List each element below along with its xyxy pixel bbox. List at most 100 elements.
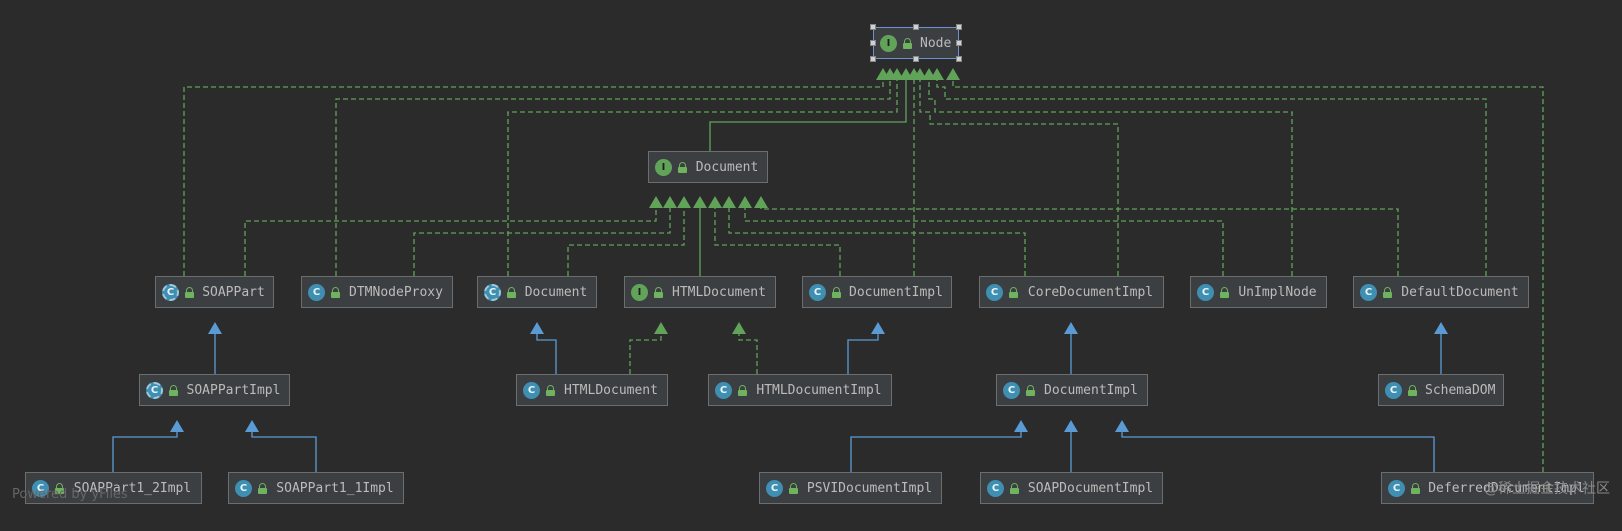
class-node-unimplnode[interactable]: C UnImplNode [1190,276,1327,308]
selection-handle[interactable] [870,24,876,30]
class-icon: C [766,479,783,497]
class-icon: C [32,479,49,497]
class-node-documentimpl-mid[interactable]: C DocumentImpl [996,374,1148,406]
arrowhead-icon [913,68,927,80]
class-icon: C [523,381,540,399]
footer-credit: Powered by yFiles [12,487,128,502]
edge-deferreddocumentimpl-to-node [952,80,1544,472]
public-lock-icon [1411,483,1420,494]
interface-icon: I [880,34,897,52]
edge-soappart-to-node [183,80,884,276]
class-node-dtmnodeproxy[interactable]: C DTMNodeProxy [301,276,453,308]
class-node-label: UnImplNode [1238,284,1317,300]
arrowhead-icon [693,196,707,208]
class-node-label: DocumentImpl [849,284,943,300]
selection-handle[interactable] [870,56,876,62]
public-lock-icon [1026,385,1035,396]
arrowhead-icon [732,322,746,334]
edge-htmldocument-cls-to-htmldocument-iface [629,334,662,374]
class-node-deferreddocumentimpl[interactable]: C DeferredDocumentImpl [1381,472,1594,504]
arrowhead-icon [754,196,768,208]
edge-deferreddocumentimpl-to-documentimpl-mid [1121,432,1435,472]
class-icon: C [715,381,732,399]
selection-handle[interactable] [913,56,919,62]
interface-icon: I [631,283,648,301]
class-node-label: DocumentImpl [1044,382,1138,398]
edge-soappart1-1impl-to-soappartimpl [251,432,317,472]
class-icon: C [1388,479,1405,497]
public-lock-icon [1220,287,1229,298]
class-icon: C [987,479,1004,497]
selection-handle[interactable] [870,40,876,46]
class-node-label: SchemaDOM [1425,382,1496,398]
class-icon: C [1360,283,1377,301]
public-lock-icon [331,287,340,298]
edge-htmldocumentimpl-to-documentimpl-top [847,334,879,374]
public-lock-icon [832,287,841,298]
edge-unimplnode-to-node [928,80,1293,276]
abstract-class-icon: C [146,381,163,399]
edge-soappart-to-document-iface [244,208,657,276]
class-node-label: Node [920,35,952,51]
arrowhead-icon [1064,322,1078,334]
public-lock-icon [654,287,663,298]
arrowhead-icon [654,322,668,334]
selection-handle[interactable] [956,40,962,46]
class-node-label: DeferredDocumentImpl [1428,480,1585,496]
public-lock-icon [738,385,747,396]
public-lock-icon [678,162,687,173]
arrowhead-icon [170,420,184,432]
public-lock-icon [1408,385,1417,396]
public-lock-icon [169,385,178,396]
edge-psvidocumentimpl-to-documentimpl-mid [850,432,1022,472]
class-node-label: SOAPPart1_1Impl [276,480,394,496]
public-lock-icon [1010,483,1019,494]
edge-defaultdocument-to-node [936,80,1487,276]
class-node-schemadom[interactable]: C SchemaDOM [1378,374,1504,406]
class-node-label: PSVIDocumentImpl [806,480,933,496]
edge-coredocumentimpl-to-document-iface [728,208,1026,276]
abstract-class-icon: C [484,283,501,301]
class-node-label: Document [695,159,759,175]
class-icon: C [1197,283,1214,301]
edge-document-abs-to-node [507,80,898,276]
public-lock-icon [546,385,555,396]
class-node-label: DefaultDocument [1401,284,1519,300]
public-lock-icon [903,38,912,49]
edge-dtmnodeproxy-to-node [335,80,891,276]
public-lock-icon [258,483,267,494]
class-node-psvidocumentimpl[interactable]: C PSVIDocumentImpl [759,472,942,504]
abstract-class-icon: C [162,283,179,301]
selection-handle[interactable] [913,24,919,30]
public-lock-icon [789,483,798,494]
class-node-soapdocumentimpl[interactable]: C SOAPDocumentImpl [980,472,1163,504]
public-lock-icon [185,287,194,298]
class-icon: C [1385,381,1402,399]
edge-coredocumentimpl-to-node [919,80,1119,276]
class-node-label: DTMNodeProxy [349,284,443,300]
class-icon: C [1003,381,1020,399]
class-icon: C [308,283,325,301]
selection-handle[interactable] [956,56,962,62]
class-node-defaultdocument[interactable]: C DefaultDocument [1353,276,1529,308]
class-node-node[interactable]: I Node [873,27,959,59]
class-node-label: SOAPDocumentImpl [1027,480,1154,496]
selection-handle[interactable] [956,24,962,30]
arrowhead-icon [245,420,259,432]
arrowhead-icon [1014,420,1028,432]
class-node-label: SOAPPart1_2Impl [73,480,192,496]
arrowhead-icon [1434,322,1448,334]
class-node-document-iface[interactable]: I Document [648,151,768,183]
class-node-soappart1-2impl[interactable]: C SOAPPart1_2Impl [25,472,202,504]
interface-icon: I [655,158,672,176]
arrowhead-icon [530,322,544,334]
